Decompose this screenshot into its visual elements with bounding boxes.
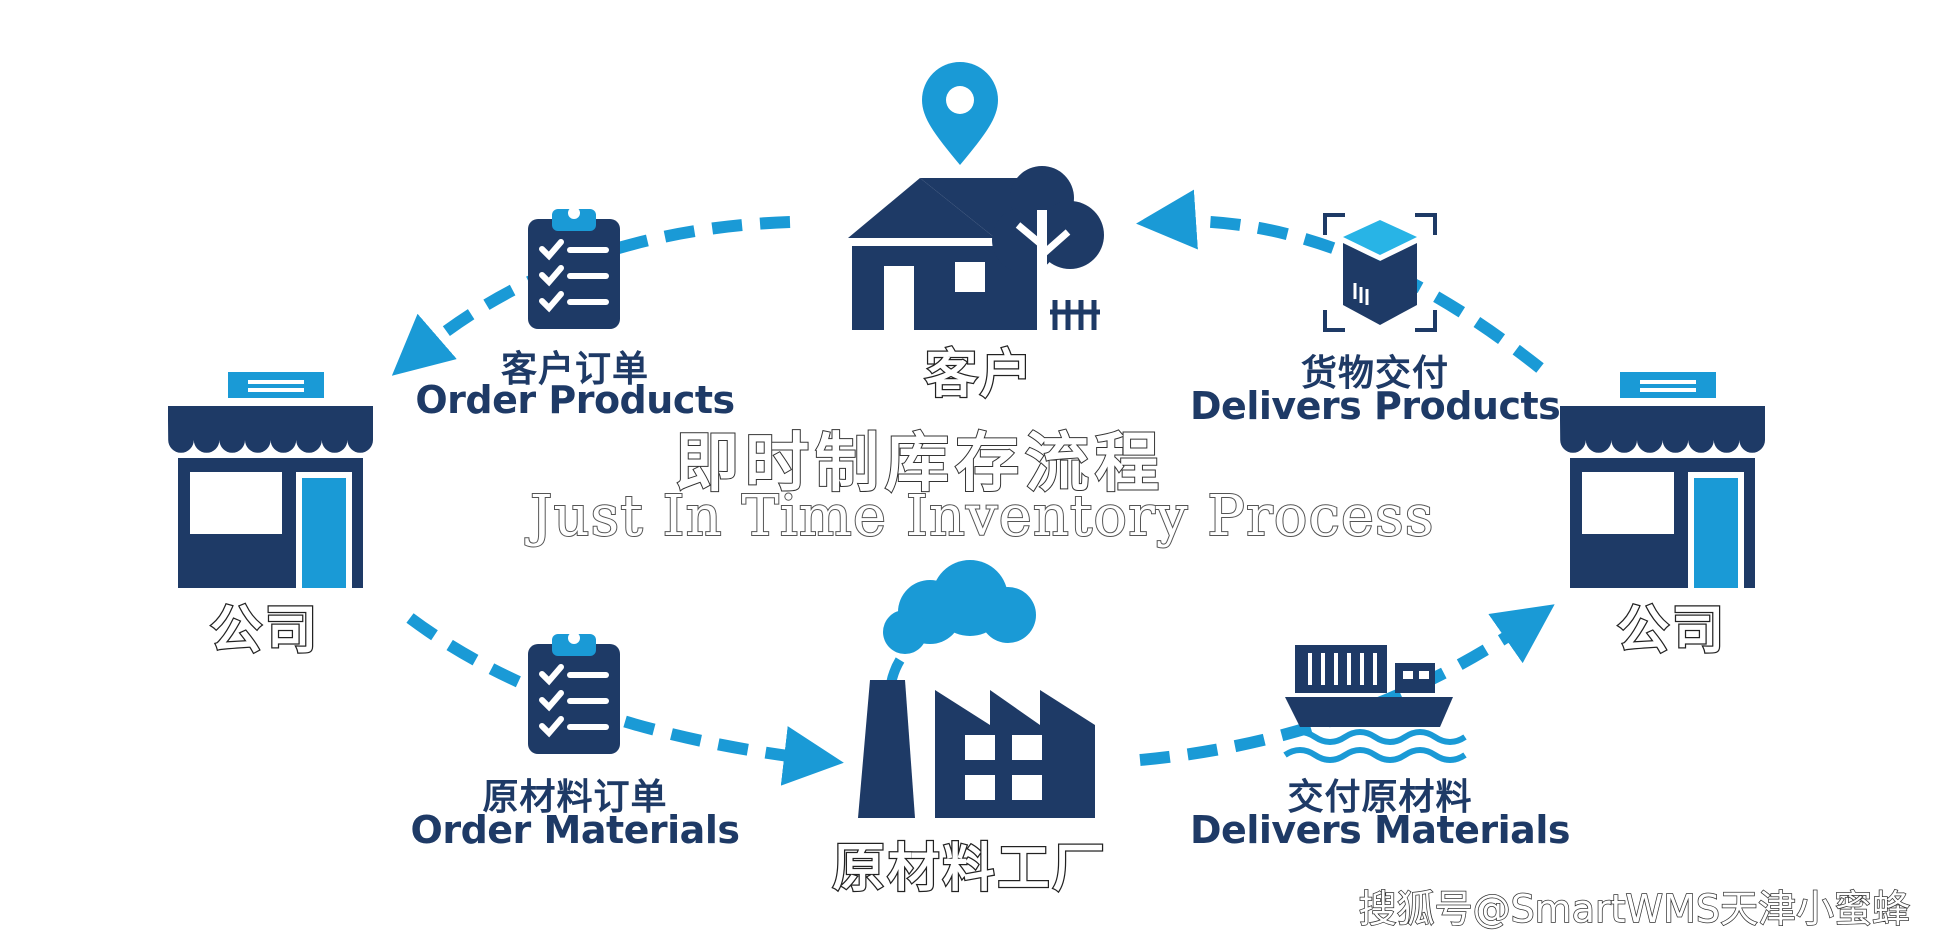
- title-cn: 即时制库存流程: [674, 426, 1165, 502]
- cloud-smoke-icon: [883, 560, 1036, 706]
- cargo-ship-icon: [1283, 645, 1467, 763]
- house-icon: [848, 178, 1060, 330]
- arrow-company-right-to-customer: [1136, 189, 1544, 373]
- step-label-order-products-en: Order Products: [415, 378, 735, 422]
- node-label-factory: 原材料工厂: [831, 838, 1108, 901]
- node-label-customer: 客户: [924, 344, 1035, 407]
- step-label-order-products-cn: 客户订单: [500, 349, 649, 390]
- tree-icon: [992, 166, 1104, 330]
- store-icon: [168, 372, 373, 588]
- watermark: 搜狐号@SmartWMS天津小蜜蜂: [1358, 886, 1911, 932]
- step-label-order-materials-en: Order Materials: [410, 808, 740, 852]
- step-label-order-materials-cn: 原材料订单: [482, 777, 668, 818]
- location-pin-icon: [922, 62, 998, 165]
- store-icon: [1560, 372, 1765, 588]
- step-label-delivers-products-cn: 货物交付: [1300, 353, 1449, 394]
- clipboard-checklist-icon: [528, 632, 620, 754]
- factory-icon: [858, 680, 1095, 818]
- package-box-icon: [1323, 213, 1437, 332]
- step-label-delivers-products-en: Delivers Products: [1190, 384, 1561, 428]
- node-label-company-right: 公司: [1616, 600, 1727, 663]
- step-label-delivers-materials-en: Delivers Materials: [1190, 808, 1570, 852]
- title-en: Just In Time Inventory Process: [529, 483, 1435, 550]
- step-label-delivers-materials-cn: 交付原材料: [1287, 777, 1473, 818]
- node-label-company-left: 公司: [209, 600, 320, 663]
- clipboard-checklist-icon: [528, 207, 620, 329]
